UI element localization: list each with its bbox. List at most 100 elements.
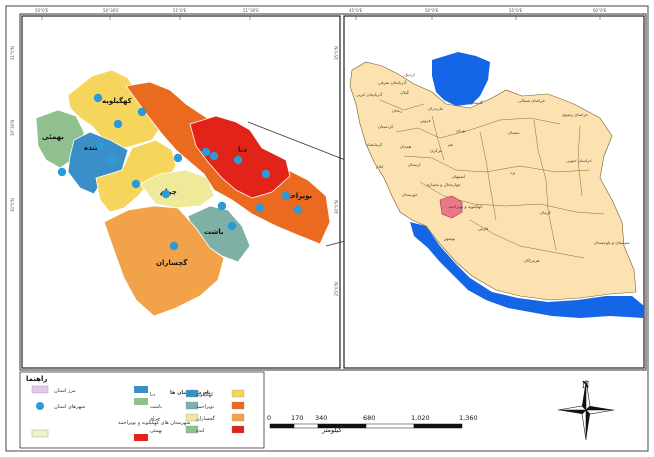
province-label: مرکزی bbox=[430, 148, 442, 153]
province-label: گلستان bbox=[470, 100, 483, 105]
kohgiluyeh-province-highlight bbox=[439, 195, 463, 219]
iran-grid-ticks: 45°0'E 50°0'E 55°0'E 60°0'E bbox=[349, 8, 607, 20]
grid-tick-label: 50°0'E bbox=[425, 8, 439, 13]
province-label: سمنان bbox=[508, 130, 520, 135]
grid-tick-label: 45°0'E bbox=[349, 8, 363, 13]
city-marker bbox=[161, 189, 171, 199]
legend-swatch-label: باشت bbox=[150, 404, 162, 410]
label-kohgiluyeh: کهگیلویه bbox=[102, 96, 133, 105]
grid-tick-label: 60°0'E bbox=[593, 8, 607, 13]
city-marker bbox=[209, 151, 219, 161]
province-label: خراسان شمالی bbox=[518, 98, 546, 103]
legend-swatch-label: گچساران bbox=[196, 415, 216, 422]
legend-swatch bbox=[231, 401, 245, 410]
city-marker bbox=[173, 153, 183, 163]
grid-tick-label: 50°0'E bbox=[35, 8, 49, 13]
city-marker bbox=[281, 191, 291, 201]
city-marker bbox=[93, 93, 103, 103]
province-label: لرستان bbox=[408, 162, 421, 167]
legend-swatch-label: لنده bbox=[196, 428, 205, 434]
province-label: گیلان bbox=[400, 90, 409, 95]
north-label: N bbox=[582, 380, 590, 391]
grid-tick-label: 50°30'E bbox=[103, 8, 119, 13]
caspian-sea bbox=[432, 52, 490, 106]
grid-tick-label: 51°0'E bbox=[173, 8, 187, 13]
district-kohgiluyeh bbox=[67, 69, 161, 151]
legend-province-swatch bbox=[31, 385, 49, 394]
label-dena: دنا bbox=[238, 146, 247, 154]
grid-tick-label: 31°0'N bbox=[10, 46, 15, 60]
legend-item-counties: شهرستان های کهگیلویه و بویراحمد bbox=[118, 419, 190, 426]
grid-tick-label: 30°0'N bbox=[10, 198, 15, 212]
city-marker bbox=[293, 205, 303, 215]
province-label: سیستان و بلوچستان bbox=[594, 240, 630, 245]
scale-segment bbox=[365, 423, 415, 429]
label-boyerahmad: بویراحمد bbox=[282, 192, 313, 200]
city-marker bbox=[217, 201, 227, 211]
grid-tick-label: 55°0'E bbox=[509, 8, 523, 13]
legend-swatch bbox=[185, 413, 199, 422]
scale-label: 340 bbox=[315, 414, 327, 422]
province-label: چهارمحال و بختیاری bbox=[426, 182, 461, 187]
scale-label: 1,020 bbox=[411, 414, 430, 422]
scale-segment bbox=[293, 423, 319, 429]
scale-label: 680 bbox=[363, 414, 375, 422]
province-label: قم bbox=[448, 142, 453, 147]
map-area-frame bbox=[19, 13, 647, 371]
city-marker bbox=[131, 179, 141, 189]
province-boundaries bbox=[379, 99, 605, 259]
province-label: خوزستان bbox=[402, 192, 418, 197]
province-label: هرمزگان bbox=[524, 258, 539, 263]
north-arrow-needle-n bbox=[582, 380, 586, 410]
legend-city-dot bbox=[36, 402, 44, 410]
province-label: آذربایجان غربی bbox=[356, 92, 383, 97]
district-charam bbox=[139, 169, 215, 209]
label-gachsaran: گچساران bbox=[156, 258, 188, 267]
legend: راهنما مرز استان شهرهای استان شهرستان ها… bbox=[19, 371, 265, 449]
grid-tick-label: 30°30'N bbox=[10, 120, 15, 136]
legend-title: راهنما bbox=[26, 375, 47, 383]
province-label: بوشهر bbox=[443, 236, 455, 241]
legend-swatch-label: کهگیلویه bbox=[196, 391, 214, 398]
legend-swatch bbox=[134, 386, 148, 393]
grid-tick-label: 51°30'E bbox=[243, 8, 259, 13]
legend-swatch bbox=[185, 401, 199, 410]
grid-tick-label: 30°0'N bbox=[334, 200, 339, 214]
city-marker bbox=[107, 155, 117, 165]
legend-swatch-label: بویراحمد bbox=[196, 404, 214, 410]
province-label: قزوین bbox=[420, 118, 431, 123]
iran-map-panel: 45°0'E 50°0'E 55°0'E 60°0'E آذربایجان شرقی آ… bbox=[343, 8, 645, 369]
province-label: کهگیلویه و بویراحمد bbox=[448, 204, 482, 209]
scale-label: 1,360 bbox=[459, 414, 478, 422]
province-label: کرمان bbox=[540, 210, 551, 215]
city-marker bbox=[57, 167, 67, 177]
persian-gulf bbox=[410, 222, 644, 318]
city-marker bbox=[227, 221, 237, 231]
province-label: همدان bbox=[400, 144, 411, 149]
scale-segment bbox=[269, 423, 295, 429]
province-label: کردستان bbox=[378, 124, 393, 129]
legend-item-cities: شهرهای استان bbox=[54, 404, 85, 410]
legend-swatch-label: دنا bbox=[150, 392, 155, 398]
province-map-panel: 50°0'E 50°30'E 51°0'E 51°30'E 31°0'N 30°30'N 3… bbox=[10, 8, 341, 369]
legend-swatch bbox=[134, 434, 148, 441]
province-label: تهران bbox=[456, 128, 466, 133]
label-bahmaei: بهمئی bbox=[42, 133, 64, 141]
legend-swatch-grid: دناباشتچرامبهمئیکهگیلویهبویراحمدگچسارانل… bbox=[134, 386, 245, 441]
legend-swatch bbox=[185, 389, 199, 398]
scale-label: 170 bbox=[291, 414, 303, 422]
legend-swatch bbox=[185, 425, 199, 434]
district-polygons bbox=[35, 69, 331, 317]
city-markers bbox=[57, 93, 303, 251]
scale-label: 0 bbox=[267, 414, 271, 422]
province-label: خراسان رضوی bbox=[562, 112, 589, 117]
grid-tick-label: 25°0'N bbox=[334, 282, 339, 296]
province-grid-ticks: 50°0'E 50°30'E 51°0'E 51°30'E 31°0'N 30°30'N 3… bbox=[10, 8, 339, 296]
province-label: آذربایجان شرقی bbox=[378, 80, 407, 85]
legend-item-province: مرز استان bbox=[54, 388, 76, 394]
city-marker bbox=[169, 241, 179, 251]
legend-swatch-label: بهمئی bbox=[150, 428, 162, 434]
district-gachsaran bbox=[103, 205, 225, 317]
